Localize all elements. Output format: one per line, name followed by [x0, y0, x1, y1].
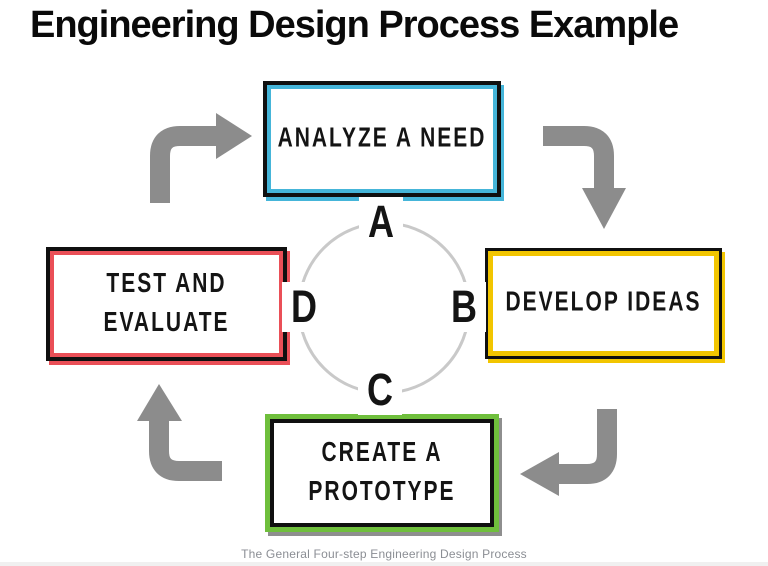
cycle-letter-d: D — [282, 282, 326, 332]
step-label-develop: DEVELOP IDEAS — [505, 287, 702, 318]
cycle-letter-b: B — [442, 282, 486, 332]
arrow-to-analyze-icon — [150, 113, 252, 203]
cycle-letter-a: A — [359, 197, 403, 247]
diagram-caption: The General Four-step Engineering Design… — [241, 547, 527, 561]
step-box-analyze-a-need: ANALYZE A NEED — [263, 81, 501, 197]
step-label-create: CREATE A PROTOTYPE — [308, 437, 456, 507]
bottom-divider — [0, 562, 768, 566]
step-label-analyze: ANALYZE A NEED — [277, 123, 487, 154]
arrow-to-test-icon — [137, 384, 222, 481]
step-box-test-and-evaluate: TEST AND EVALUATE — [46, 247, 287, 361]
step-label-test: TEST AND EVALUATE — [103, 268, 230, 338]
step-box-develop-ideas: DEVELOP IDEAS — [485, 248, 722, 359]
cycle-letter-c: C — [358, 365, 402, 415]
diagram-title: Engineering Design Process Example — [30, 4, 679, 46]
arrow-to-create-icon — [520, 409, 617, 496]
step-box-create-a-prototype: CREATE A PROTOTYPE — [265, 414, 499, 532]
arrow-to-develop-icon — [543, 126, 626, 229]
